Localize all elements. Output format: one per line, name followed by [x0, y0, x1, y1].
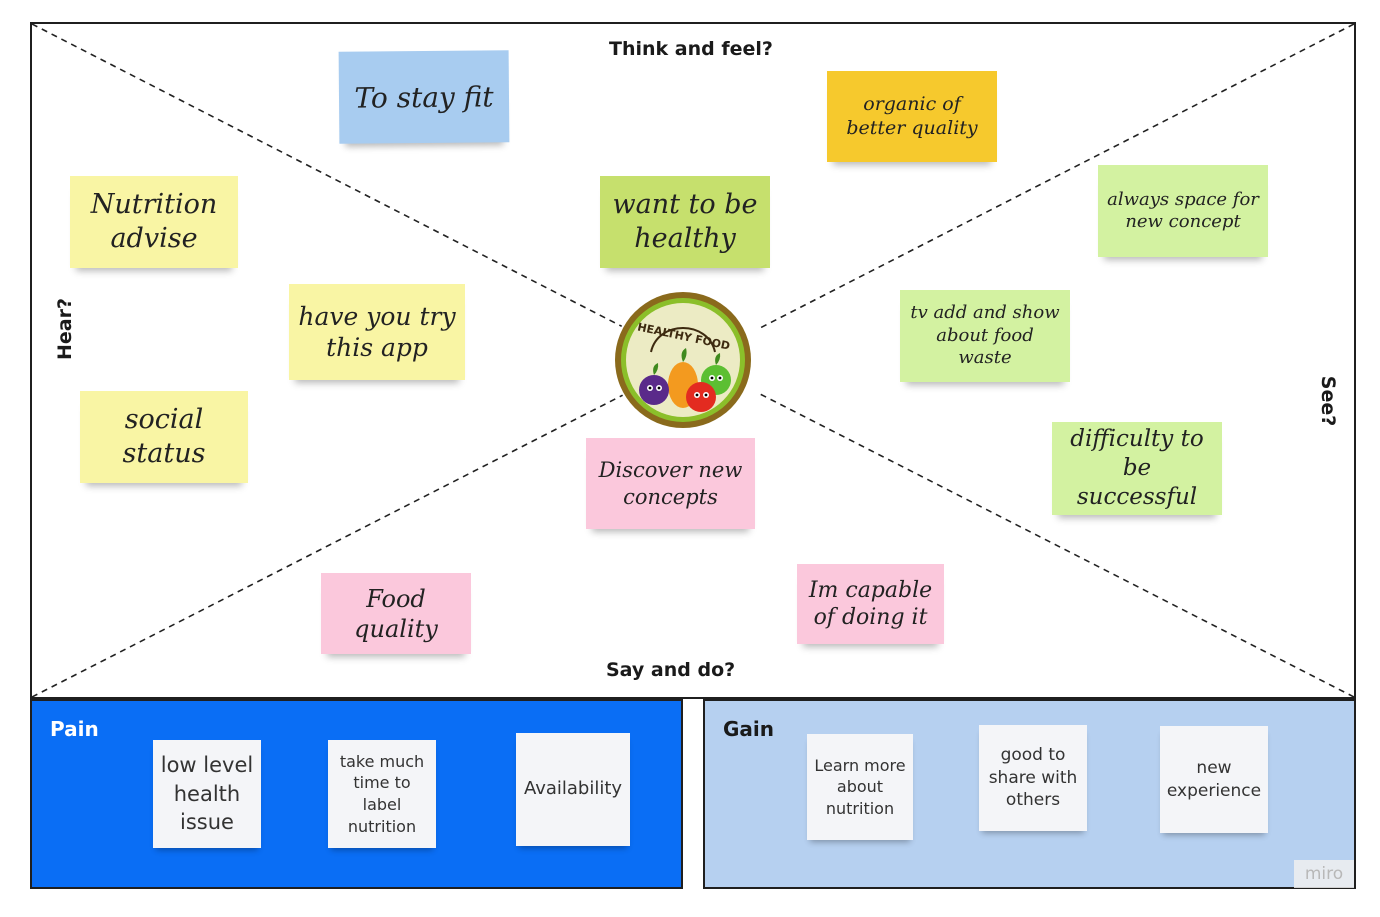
divider-bottom-left	[32, 393, 626, 697]
divider-bottom-right	[759, 393, 1354, 697]
note-text: Nutrition advise	[90, 189, 218, 254]
say-and-do-label: Say and do?	[606, 659, 736, 681]
pain-card-health-issue[interactable]: low level health issue	[153, 740, 261, 848]
note-stay-fit[interactable]: To stay fit	[338, 50, 510, 144]
fruit-characters-icon: HEALTHY FOOD	[615, 292, 751, 428]
divider-top-right	[759, 24, 1354, 329]
hear-label: Hear?	[54, 297, 77, 361]
card-text: low level health issue	[160, 753, 254, 835]
card-text: Learn more about nutrition	[814, 755, 906, 818]
miro-watermark: miro	[1294, 860, 1354, 888]
note-text: organic of better quality	[846, 92, 978, 139]
note-social-status[interactable]: social status	[80, 391, 248, 483]
note-text: difficulty to be successful	[1070, 426, 1204, 510]
gain-card-learn-nutrition[interactable]: Learn more about nutrition	[807, 734, 913, 840]
healthy-food-logo: HEALTHY FOOD	[613, 290, 753, 430]
gain-card-share[interactable]: good to share with others	[979, 725, 1087, 831]
note-want-healthy[interactable]: want to be healthy	[600, 176, 770, 268]
pain-title: Pain	[50, 717, 99, 741]
think-and-feel-label: Think and feel?	[609, 38, 773, 60]
note-text: always space for new concept	[1107, 188, 1259, 233]
card-text: take much time to label nutrition	[339, 751, 425, 836]
note-food-quality[interactable]: Food quality	[321, 573, 471, 654]
note-tv-add[interactable]: tv add and show about food waste	[900, 290, 1070, 382]
note-nutrition-advise[interactable]: Nutrition advise	[70, 176, 238, 268]
pain-card-label-time[interactable]: take much time to label nutrition	[328, 740, 436, 848]
note-organic[interactable]: organic of better quality	[827, 71, 997, 162]
pain-card-availability[interactable]: Availability	[516, 733, 630, 846]
note-text: want to be healthy	[612, 189, 758, 254]
note-always-space[interactable]: always space for new concept	[1098, 165, 1268, 257]
note-text: Im capable of doing it	[808, 577, 933, 631]
note-try-app[interactable]: have you try this app	[289, 284, 465, 380]
diagonal-dividers	[32, 24, 1354, 697]
see-label: See?	[1317, 375, 1340, 427]
gain-card-new-experience[interactable]: new experience	[1160, 726, 1268, 833]
card-text: Availability	[523, 778, 623, 800]
card-text: good to share with others	[988, 744, 1078, 811]
note-discover[interactable]: Discover new concepts	[586, 438, 755, 529]
divider-top-left	[32, 24, 626, 329]
gain-panel: Gain Learn more about nutrition good to …	[703, 699, 1356, 889]
pain-panel: Pain low level health issue take much ti…	[30, 699, 683, 889]
note-text: social status	[122, 404, 206, 469]
note-text: To stay fit	[354, 79, 494, 115]
gain-title: Gain	[723, 717, 775, 741]
note-text: Food quality	[354, 584, 438, 643]
note-text: have you try this app	[298, 301, 456, 362]
note-difficulty[interactable]: difficulty to be successful	[1052, 422, 1222, 515]
note-text: tv add and show about food waste	[910, 302, 1060, 369]
note-capable[interactable]: Im capable of doing it	[797, 564, 944, 644]
note-text: Discover new concepts	[598, 458, 743, 509]
card-text: new experience	[1166, 757, 1262, 801]
